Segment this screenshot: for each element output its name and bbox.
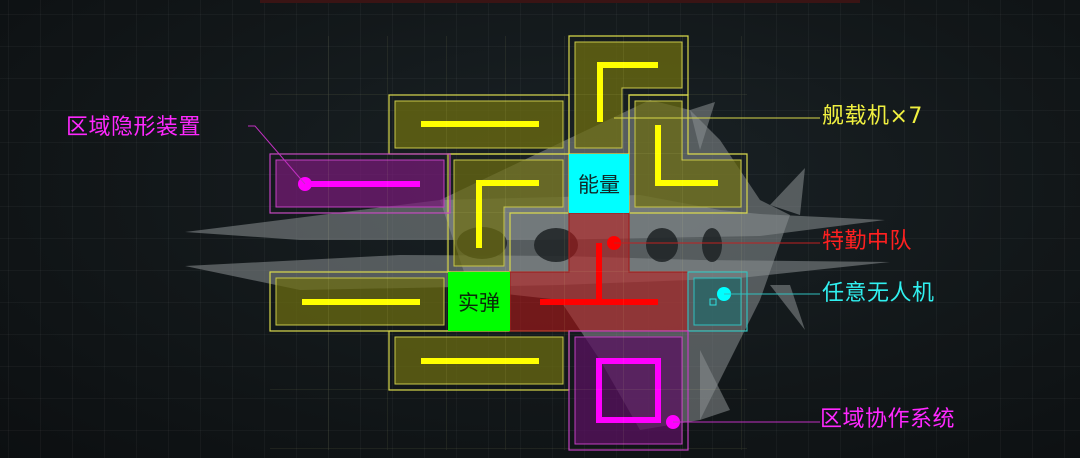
label-stealth-device: 区域隐形装置 — [66, 115, 202, 140]
energy-cell-label: 能量 — [578, 172, 620, 197]
label-area-coop-system: 区域协作系统 — [820, 407, 956, 432]
ammo-cell — [448, 272, 510, 331]
label-carrier-aircraft: 舰载机×7 — [822, 104, 923, 129]
label-special-squad: 特勤中队 — [822, 229, 913, 254]
leader-stealth — [248, 125, 306, 185]
ammo-cell-label: 实弹 — [458, 290, 500, 315]
label-any-drone: 任意无人机 — [822, 281, 935, 306]
energy-cell — [569, 154, 629, 213]
top-accent-strip — [260, 0, 860, 3]
